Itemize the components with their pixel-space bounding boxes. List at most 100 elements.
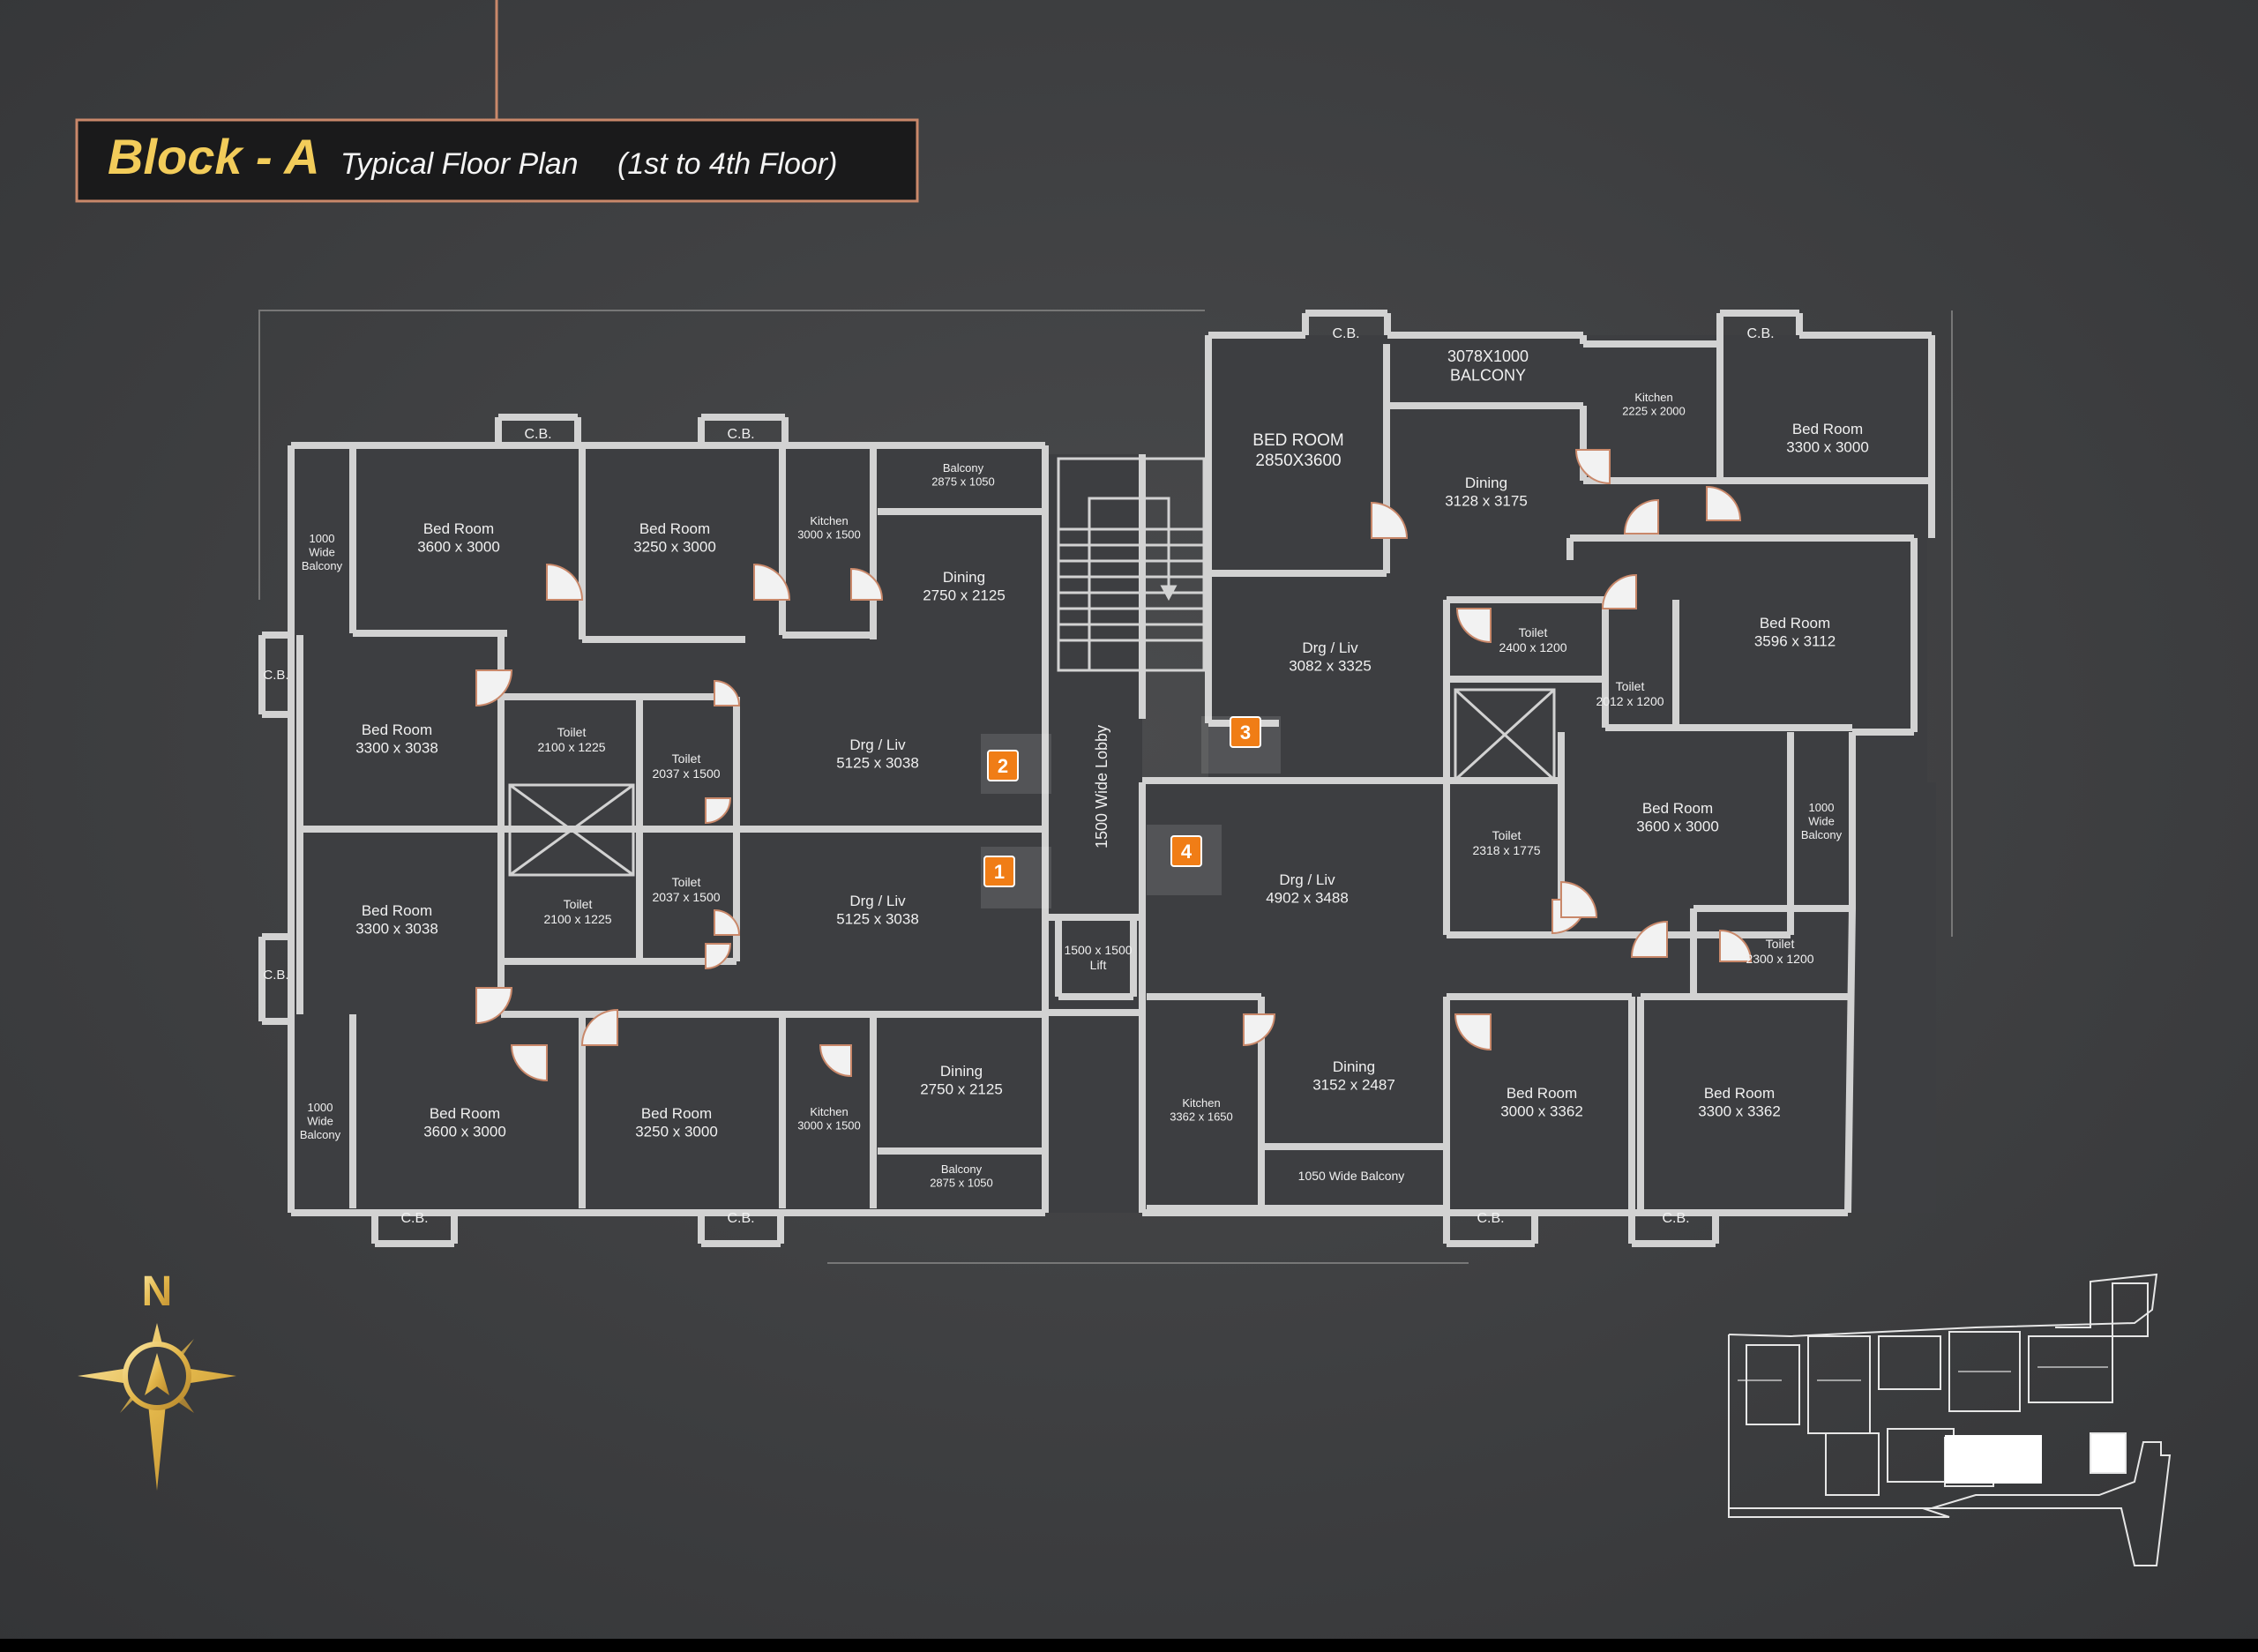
room-label-line: 1500 x 1500: [1064, 943, 1132, 957]
room-label-line: 2750 x 2125: [923, 587, 1006, 603]
flat-number: 2: [998, 755, 1008, 777]
room-label-cb-w2: C.B.: [263, 968, 288, 983]
room-label-line: Toilet: [557, 725, 587, 739]
room-label-line: 2100 x 1225: [543, 912, 611, 926]
room-label-line: 2225 x 2000: [1622, 405, 1686, 418]
room-label-line: Wide: [1808, 815, 1835, 828]
title-banner: Block - A Typical Floor Plan (1st to 4th…: [75, 0, 919, 203]
door-swing-icon: [850, 567, 884, 601]
site-outline: [258, 310, 1953, 1264]
room-label-line: 3600 x 3000: [1636, 818, 1719, 834]
floor-range: (1st to 4th Floor): [617, 147, 837, 181]
door-swing-icon: [819, 1044, 852, 1078]
room-label-line: 2318 x 1775: [1472, 843, 1540, 857]
room-label-line: 3082 x 3325: [1289, 657, 1372, 674]
door-swing-icon: [753, 563, 791, 601]
flat-markers: 1 2 3 4: [981, 716, 1281, 908]
lobby-label: 1500 Wide Lobby: [1093, 725, 1110, 848]
room-label-line: 3000 x 1500: [797, 528, 861, 542]
door-swing-icon: [1454, 1013, 1492, 1051]
door-swing-icon: [580, 1008, 618, 1046]
doors: [475, 449, 1753, 1082]
flat-marker-badge: [987, 750, 1019, 781]
room-label-line: Bed Room: [1704, 1085, 1775, 1102]
key-plan-block-a: [1945, 1435, 2042, 1484]
key-plan: [1728, 1273, 2172, 1566]
room-label-line: 3250 x 3000: [633, 538, 716, 555]
room-label-line: 3300 x 3362: [1698, 1103, 1781, 1119]
room-label-line: Toilet: [672, 751, 701, 766]
door-swing-icon: [714, 908, 741, 936]
room-label-line: 3600 x 3000: [423, 1123, 506, 1140]
room-label-line: 3300 x 3038: [355, 739, 438, 756]
room-label-line: 2300 x 1200: [1746, 952, 1813, 966]
room-label-line: 5125 x 3038: [836, 754, 919, 771]
flat-marker-1[interactable]: 1: [983, 856, 1015, 887]
room-label-line: Kitchen: [1634, 391, 1672, 404]
room-label-line: Dining: [1333, 1058, 1375, 1075]
flat-marker-4[interactable]: 4: [1170, 835, 1202, 867]
room-label-line: Drg / Liv: [1279, 871, 1335, 888]
flat-marker-3[interactable]: 3: [1230, 716, 1261, 748]
room-label-line: 3250 x 3000: [635, 1123, 718, 1140]
door-swing-icon: [475, 669, 513, 707]
room-label-line: Lift: [1090, 958, 1107, 972]
room-label-cb-nw1: C.B.: [524, 427, 551, 442]
room-label-line: Balcony: [302, 559, 343, 572]
lift-shaft-east: [1454, 688, 1556, 781]
room-label-line: Bed Room: [430, 1105, 500, 1122]
flat-marker-2[interactable]: 2: [987, 750, 1019, 781]
room-label-line: Bed Room: [1507, 1085, 1577, 1102]
room-label-line: 2400 x 1200: [1499, 640, 1566, 654]
room-label-line: Toilet: [564, 897, 593, 911]
door-swing-icon: [714, 679, 741, 706]
room-label-line: 2750 x 2125: [920, 1080, 1003, 1097]
room-label-line: 3362 x 1650: [1170, 1110, 1233, 1124]
room-label-line: Dining: [943, 569, 985, 586]
room-label-line: Toilet: [1616, 679, 1645, 693]
door-swing-icon: [1623, 498, 1659, 534]
room-label-cb-w1: C.B.: [263, 668, 288, 683]
room-label-line: 1000: [1809, 801, 1835, 814]
flat-number: 4: [1181, 841, 1193, 863]
room-label-line: Dining: [940, 1063, 983, 1080]
room-label-cb-s1: C.B.: [1477, 1211, 1504, 1226]
room-label-line: Wide: [309, 546, 335, 559]
north-arrow-icon: [145, 1353, 169, 1395]
room-label-line: 1000: [310, 532, 335, 545]
room-label-line: 3596 x 3112: [1754, 632, 1836, 649]
room-label-line: Balcony: [943, 461, 984, 475]
block-title: Block - A: [108, 129, 320, 184]
room-label-line: Bed Room: [1760, 615, 1830, 632]
door-swing-icon: [705, 943, 732, 970]
door-swing-icon: [1706, 485, 1742, 521]
room-label-cb-sw1: C.B.: [400, 1211, 428, 1226]
flat-marker-badge: [983, 856, 1015, 887]
room-label-line: Bed Room: [641, 1105, 712, 1122]
room-label-line: Kitchen: [1182, 1096, 1220, 1110]
room-label-cb-n2: C.B.: [1746, 326, 1774, 341]
room-label-cb-s2: C.B.: [1662, 1211, 1689, 1226]
room-label-line: Balcony: [941, 1162, 983, 1176]
room-label-line: 3000 x 1500: [797, 1119, 861, 1132]
